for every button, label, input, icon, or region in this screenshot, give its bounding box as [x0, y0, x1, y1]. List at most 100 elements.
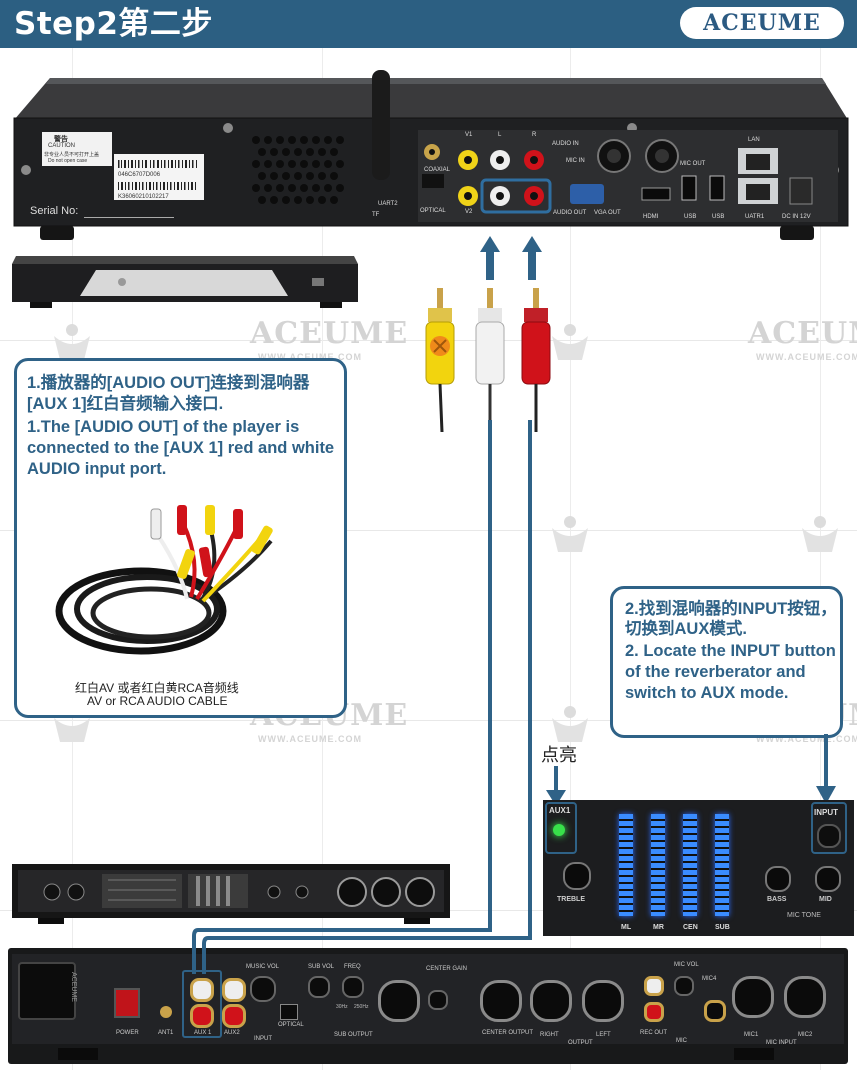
page-header: Step2第二步 ACEUME: [0, 0, 857, 48]
aux2-red-jack[interactable]: [222, 1004, 246, 1028]
label-v2: V2: [465, 209, 473, 215]
label-right: RIGHT: [540, 1032, 559, 1038]
meter-cen: [683, 814, 697, 916]
grid-line: [570, 48, 571, 1070]
label-mic-in: MIC IN: [566, 158, 585, 164]
label-mic-input: MIC INPUT: [766, 1040, 797, 1046]
player-barcode-1: 046C6707D006: [118, 172, 161, 178]
lit-label: 点亮: [541, 745, 577, 766]
aux1-white-jack[interactable]: [190, 978, 214, 1002]
sub-output-xlr[interactable]: [378, 980, 420, 1022]
music-vol-knob[interactable]: [250, 976, 276, 1002]
watermark-figure-icon: [552, 706, 588, 742]
mixer-rear-panel: ACEUME POWER ANT1 AUX 1 AUX2 MUSIC VOL I…: [8, 948, 848, 1064]
treble-knob[interactable]: [563, 862, 591, 890]
rca-cable-plugs: [425, 288, 551, 432]
label-audio-in: AUDIO IN: [552, 141, 579, 147]
meter-label-sub: SUB: [715, 924, 730, 931]
grid-line: [0, 720, 857, 721]
left-output-xlr[interactable]: [582, 980, 624, 1022]
label-optical: OPTICAL: [420, 208, 446, 214]
label-mic-out: MIC OUT: [680, 161, 706, 167]
mixer-front-panel: [12, 864, 450, 924]
label-dc: DC IN 12V: [782, 214, 811, 220]
right-output-xlr[interactable]: [530, 980, 572, 1022]
player-rear-panel: [13, 70, 849, 240]
mixer-front-panel-closeup: AUX1 INPUT TREBLE BASS MID MIC TONE ML M…: [543, 800, 854, 936]
label-uatr1: UATR1: [745, 214, 765, 220]
mic1-xlr[interactable]: [732, 976, 774, 1018]
arrows-to-audio-out: [480, 236, 542, 280]
freq-knob[interactable]: [342, 976, 364, 998]
label-mic-vol: MIC VOL: [674, 962, 699, 968]
watermark-url: WWW.ACEUME.COM: [756, 352, 857, 362]
connection-cable-lines: [192, 420, 532, 974]
label-freq-low: 30Hz: [336, 1004, 348, 1010]
aux1-highlight: [545, 802, 577, 854]
label-center-gain: CENTER GAIN: [426, 966, 468, 972]
label-freq-high: 250Hz: [354, 1004, 369, 1010]
label-input: INPUT: [254, 1036, 272, 1042]
watermark-brand: ACEUME: [748, 316, 857, 351]
rec-out-red-jack[interactable]: [644, 1002, 664, 1022]
player-warning-en: Do not open case: [48, 158, 88, 164]
label-usb-1: USB: [684, 214, 697, 220]
mixer-brand: ACEUME: [70, 972, 77, 1002]
mic2-xlr[interactable]: [784, 976, 826, 1018]
player-serial-label: Serial No:: [30, 205, 79, 217]
watermark-url: WWW.ACEUME.COM: [756, 734, 857, 744]
meter-label-ml: ML: [621, 924, 632, 931]
label-coaxial: COAXIAL: [424, 167, 451, 173]
arrow-to-input-button: [816, 734, 836, 804]
sub-vol-knob[interactable]: [308, 976, 330, 998]
bass-knob[interactable]: [765, 866, 791, 892]
aux2-white-jack[interactable]: [222, 978, 246, 1002]
aux1-red-jack[interactable]: [190, 1004, 214, 1028]
label-vga-out: VGA OUT: [594, 210, 621, 216]
watermark-brand: ACEUME: [250, 316, 409, 351]
input-button[interactable]: [817, 824, 841, 848]
label-music-vol: MUSIC VOL: [246, 964, 280, 970]
rec-out-white-jack[interactable]: [644, 976, 664, 996]
bass-label: BASS: [767, 896, 787, 903]
mic-tone-label: MIC TONE: [787, 912, 821, 919]
step-title: Step2第二步: [14, 6, 213, 42]
mid-knob[interactable]: [815, 866, 841, 892]
instruction-box-1: 1.播放器的[AUDIO OUT]连接到混响器[AUX 1]红白音频输入接口. …: [14, 358, 347, 718]
center-output-xlr[interactable]: [480, 980, 522, 1022]
cable-caption-cn: 红白AV 或者红白黄RCA音频线: [75, 681, 239, 695]
label-sub-vol: SUB VOL: [308, 964, 335, 970]
arrow-to-aux-led: [546, 766, 566, 806]
label-mic1: MIC1: [744, 1032, 759, 1038]
instruction-1-text-en: 1.The [AUDIO OUT] of the player is conne…: [27, 418, 335, 478]
ant1-jack[interactable]: [160, 1006, 172, 1018]
mixer-foot-right: [734, 1048, 774, 1060]
label-left: LEFT: [596, 1032, 611, 1038]
meter-label-cen: CEN: [683, 924, 698, 931]
watermark-url: WWW.ACEUME.COM: [258, 352, 362, 362]
cable-caption-en: AV or RCA AUDIO CABLE: [87, 694, 228, 708]
aux1-led: [553, 824, 565, 836]
mic-vol-knob[interactable]: [674, 976, 694, 996]
power-switch[interactable]: [114, 988, 140, 1018]
label-aux1: AUX 1: [194, 1030, 212, 1036]
instruction-box-2: 2.找到混响器的INPUT按钮，切换到AUX模式. 2. Locate the …: [610, 586, 843, 738]
label-mic2: MIC2: [798, 1032, 813, 1038]
player-warning-caution: CAUTION: [48, 143, 75, 149]
label-sub-output: SUB OUTPUT: [334, 1032, 373, 1038]
label-usb-2: USB: [712, 214, 725, 220]
watermark-figure-icon: [552, 324, 588, 360]
aux1-label: AUX1: [549, 806, 571, 815]
label-optical: OPTICAL: [278, 1022, 304, 1028]
input-label: INPUT: [814, 808, 838, 817]
mic4-jack[interactable]: [704, 1000, 726, 1022]
center-gain-knob[interactable]: [428, 990, 448, 1010]
label-ant1: ANT1: [158, 1030, 174, 1036]
instruction-1-text-cn: 1.播放器的[AUDIO OUT]连接到混响器[AUX 1]红白音频输入接口.: [27, 374, 310, 413]
power-inlet[interactable]: [18, 962, 76, 1020]
label-v1: V1: [465, 132, 473, 138]
optical-port[interactable]: [280, 1004, 298, 1020]
label-center-output: CENTER OUTPUT: [482, 1030, 533, 1036]
mid-label: MID: [819, 896, 832, 903]
rca-cable-image: [55, 505, 273, 655]
